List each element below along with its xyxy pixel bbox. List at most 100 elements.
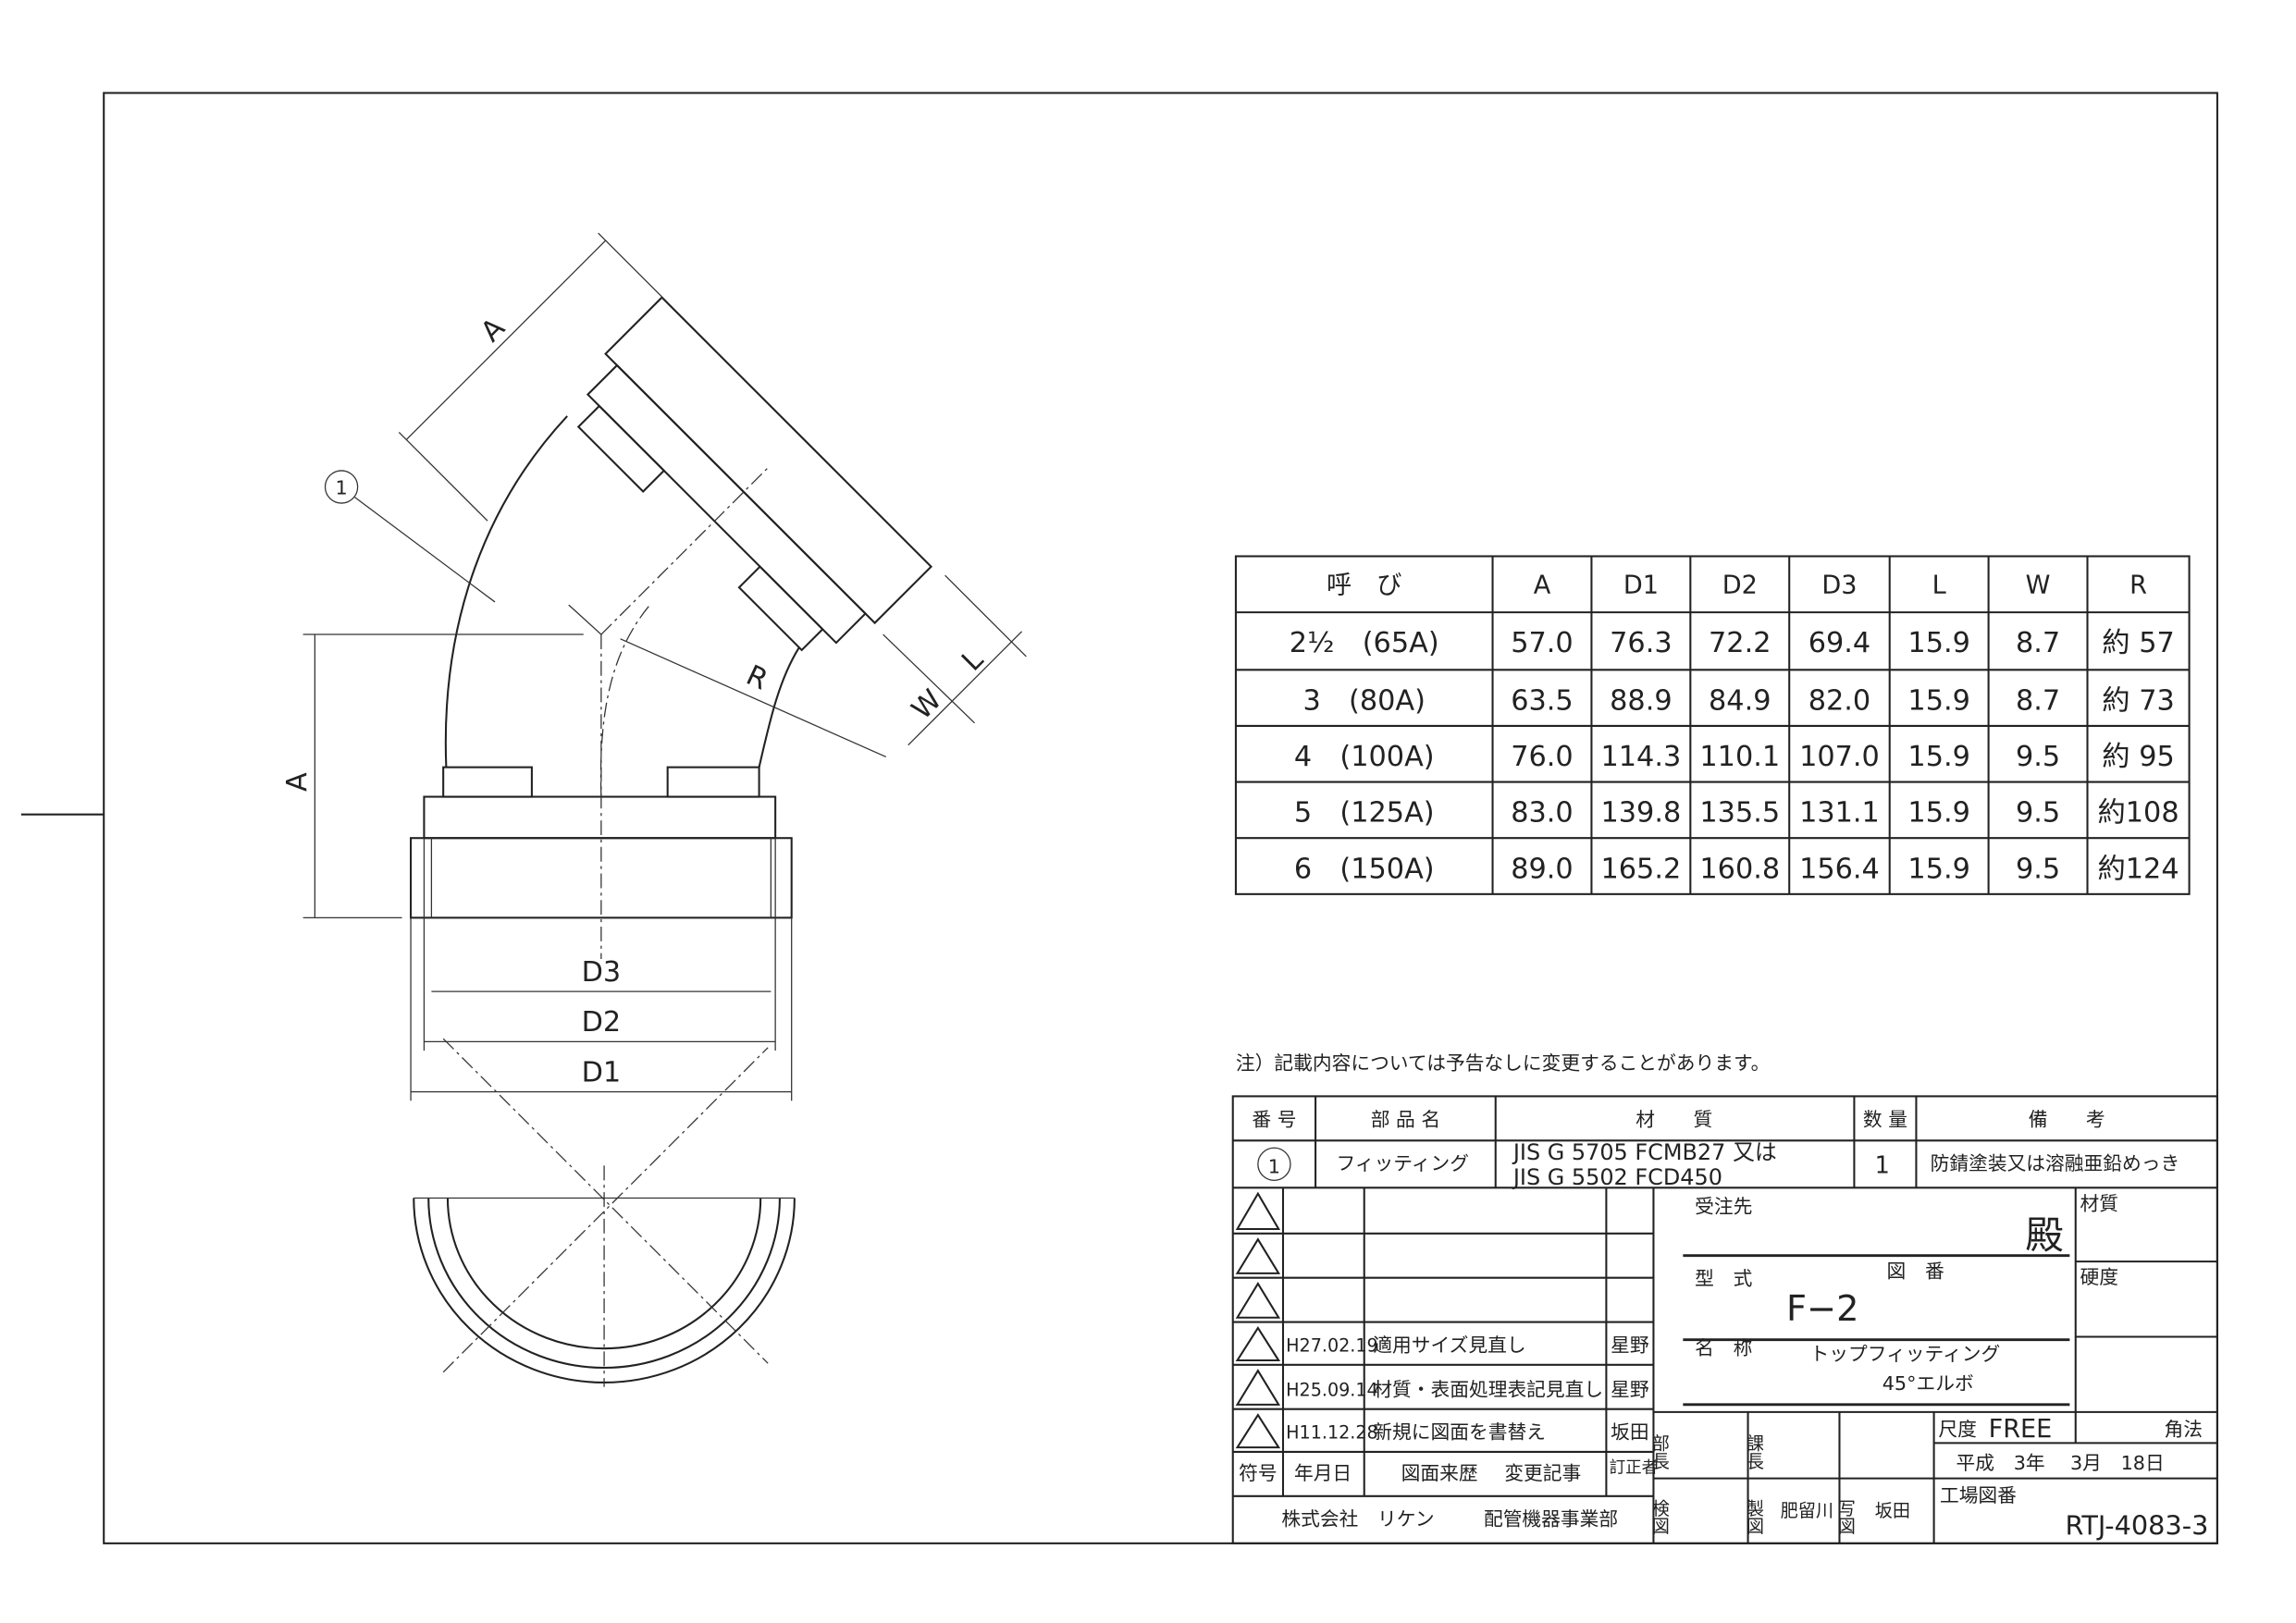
title-block: 番 号 部 品 名 材 質 数 量 備 考 1 フィッティング JIS G 57… [1231, 1095, 2218, 1544]
rev-date: H25.09.14 [1286, 1379, 1378, 1400]
parts-header-material: 材 質 [1636, 1108, 1712, 1130]
leader-line [354, 497, 496, 603]
table-value-cell: 15.9 [1907, 684, 1969, 717]
table-size-cell: 6 (150A) [1294, 853, 1435, 885]
drawing-frame [103, 92, 2218, 1544]
rev-date: H27.02.19 [1286, 1334, 1378, 1356]
product-name-line1: トップフィッティング [1810, 1343, 2001, 1365]
table-value-cell: 88.9 [1610, 684, 1672, 717]
table-value-cell: 107.0 [1799, 741, 1880, 773]
drawn-by: 肥留川 [1781, 1500, 1833, 1521]
factory-no-label: 工場図番 [1940, 1484, 2017, 1506]
parts-header-qty: 数 量 [1863, 1108, 1907, 1130]
part-material-1: JIS G 5705 FCMB27 又は [1512, 1139, 1777, 1165]
honorific: 殿 [2025, 1212, 2063, 1258]
parts-header-name: 部 品 名 [1371, 1108, 1440, 1130]
dim-a-left: A [281, 772, 314, 792]
revision-history: 符号 年月日 図面来歴 変更記事 訂正者 株式会社 リケン 配管機器事業部 H2… [1232, 1187, 1659, 1543]
scale-value: FREE [1989, 1415, 2053, 1444]
rev-header-history: 図面来歴 [1401, 1462, 1478, 1484]
table-value-cell: 約 73 [2102, 684, 2174, 717]
drawing-no-label: 図 番 [1887, 1260, 1944, 1283]
table-value-cell: 15.9 [1907, 741, 1969, 773]
dim-d1: D1 [582, 1056, 622, 1088]
rev-description: 新規に図面を書替え [1373, 1421, 1546, 1444]
elbow-end-view [413, 1038, 796, 1387]
table-header-cell: 呼 び [1327, 571, 1401, 599]
table-value-cell: 156.4 [1799, 853, 1880, 885]
revision-triangle-icon [1235, 1369, 1281, 1406]
customer-label: 受注先 [1695, 1195, 1752, 1217]
rev-description: 材質・表面処理表記見直し [1373, 1378, 1603, 1400]
traced-label: 写図 [1834, 1499, 1856, 1534]
scale-label: 尺度 [1938, 1418, 1976, 1440]
table-value-cell: 57.0 [1511, 627, 1573, 659]
rev-author: 星野 [1611, 1334, 1649, 1356]
revision-triangle-icon [1235, 1325, 1281, 1362]
table-header-cell: A [1534, 571, 1551, 599]
table-value-cell: 約 95 [2102, 741, 2174, 773]
section-chief-label: 課長 [1743, 1434, 1764, 1469]
table-value-cell: 63.5 [1511, 684, 1573, 717]
table-value-cell: 76.3 [1610, 627, 1672, 659]
table-size-cell: 4 (100A) [1294, 741, 1435, 773]
manager-label: 部長 [1648, 1434, 1670, 1469]
parts-header-remarks: 備 考 [2029, 1108, 2105, 1130]
part-name: フィッティング [1336, 1152, 1468, 1174]
table-value-cell: 8.7 [2016, 684, 2060, 717]
table-value-cell: 8.7 [2016, 627, 2060, 659]
table-value-cell: 114.3 [1601, 741, 1682, 773]
table-value-cell: 約 57 [2102, 627, 2174, 659]
rev-header-symbol: 符号 [1239, 1462, 1277, 1484]
hardness-label: 硬度 [2080, 1266, 2118, 1288]
table-header-cell: D3 [1821, 571, 1857, 599]
revision-note: 注）記載内容については予告なしに変更することがあります。 [1236, 1052, 1770, 1075]
table-size-cell: 3 (80A) [1302, 684, 1426, 717]
company-name: 株式会社 リケン [1281, 1508, 1434, 1531]
model-value: F−2 [1786, 1288, 1858, 1330]
dim-d2: D2 [582, 1006, 622, 1039]
table-value-cell: 83.0 [1511, 797, 1573, 830]
table-size-cell: 5 (125A) [1294, 797, 1435, 830]
rev-author: 坂田 [1611, 1421, 1648, 1444]
table-value-cell: 15.9 [1907, 627, 1969, 659]
table-value-cell: 82.0 [1808, 684, 1870, 717]
table-value-cell: 160.8 [1699, 853, 1780, 885]
part-remarks: 防錆塗装又は溶融亜鉛めっき [1931, 1152, 2180, 1174]
table-value-cell: 9.5 [2016, 853, 2060, 885]
elbow-inner-curve [758, 646, 800, 768]
table-value-cell: 72.2 [1709, 627, 1771, 659]
table-value-cell: 9.5 [2016, 797, 2060, 830]
table-header-cell: R [2129, 571, 2147, 599]
rev-description: 適用サイズ見直し [1373, 1334, 1525, 1356]
table-value-cell: 89.0 [1511, 853, 1573, 885]
table-value-cell: 9.5 [2016, 741, 2060, 773]
revision-triangle-icon [1235, 1282, 1281, 1319]
table-value-cell: 15.9 [1907, 853, 1969, 885]
material-label: 材質 [2080, 1192, 2118, 1214]
top-hub [576, 296, 933, 652]
checked-label: 検図 [1648, 1499, 1670, 1534]
table-value-cell: 84.9 [1709, 684, 1771, 717]
table-header-cell: W [2026, 571, 2051, 599]
rev-date: H11.12.28 [1286, 1422, 1378, 1444]
revision-triangle-icon [1235, 1191, 1281, 1231]
table-value-cell: 約124 [2097, 853, 2179, 885]
rev-header-corrector: 訂正者 [1610, 1458, 1659, 1477]
table-header-cell: D1 [1623, 571, 1659, 599]
table-value-cell: 131.1 [1799, 797, 1880, 830]
table-value-cell: 約108 [2097, 797, 2179, 830]
projection-label: 角法 [2164, 1418, 2202, 1440]
traced-by: 坂田 [1875, 1500, 1910, 1521]
revision-triangle-icon [1235, 1237, 1281, 1274]
product-name-line2: 45°エルボ [1882, 1372, 1974, 1395]
drawing-date: 平成 3年 3月 18日 [1957, 1452, 2165, 1474]
part-balloon-number: 1 [335, 476, 347, 498]
table-value-cell: 110.1 [1699, 741, 1780, 773]
table-value-cell: 135.5 [1699, 797, 1780, 830]
title-info: 受注先 殿 材質 硬度 型 式 図 番 F−2 名 称 トップフィッティング 4… [1648, 1187, 2217, 1543]
rev-header-date: 年月日 [1294, 1462, 1352, 1484]
name-label: 名 称 [1695, 1337, 1752, 1359]
rev-header-change: 変更記事 [1504, 1462, 1581, 1484]
